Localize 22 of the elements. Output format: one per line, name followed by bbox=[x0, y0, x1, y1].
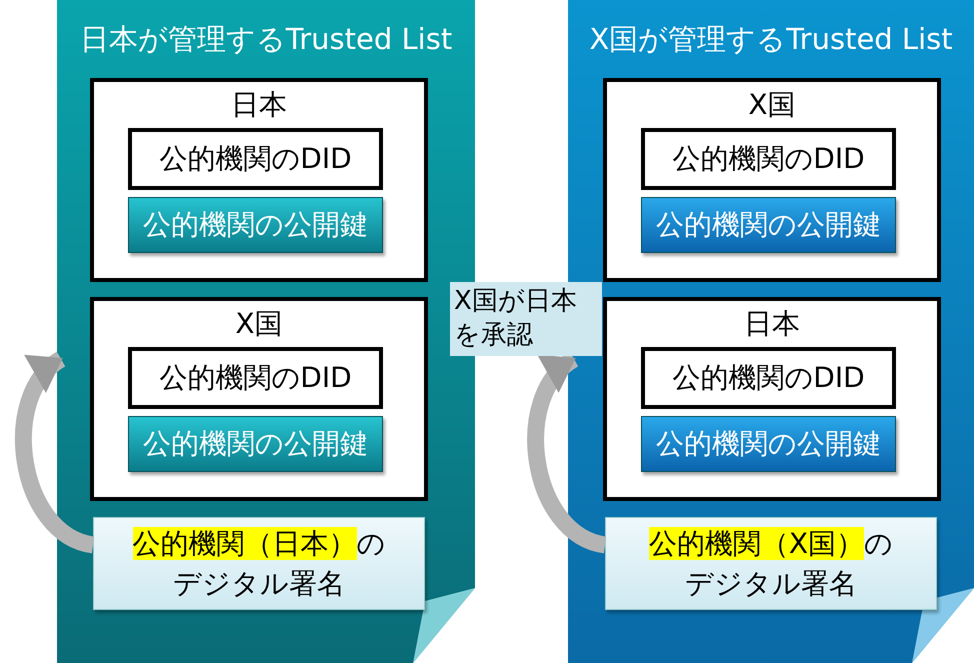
country-label: 日本 bbox=[230, 87, 288, 123]
country-label: 日本 bbox=[743, 306, 801, 342]
did-box: 公的機関のDID bbox=[128, 128, 383, 190]
list-entry-box bbox=[603, 297, 941, 501]
public-key-box: 公的機関の公開鍵 bbox=[641, 197, 896, 253]
public-key-box: 公的機関の公開鍵 bbox=[128, 197, 383, 253]
did-box: 公的機関のDID bbox=[641, 128, 896, 190]
list-entry-box bbox=[90, 78, 428, 282]
did-box: 公的機関のDID bbox=[641, 347, 896, 409]
approval-note: X国が日本を承認 bbox=[450, 282, 602, 356]
list-entry-box bbox=[90, 297, 428, 501]
public-key-box: 公的機関の公開鍵 bbox=[641, 416, 896, 472]
country-label: X国 bbox=[234, 306, 284, 342]
country-label: X国 bbox=[747, 87, 797, 123]
did-box: 公的機関のDID bbox=[128, 347, 383, 409]
public-key-box: 公的機関の公開鍵 bbox=[128, 416, 383, 472]
panel-title: 日本が管理するTrusted List bbox=[78, 21, 454, 58]
list-entry-box bbox=[603, 78, 941, 282]
digital-signature-box: 公的機関（X国）のデジタル署名 bbox=[605, 517, 937, 610]
digital-signature-box: 公的機関（日本）のデジタル署名 bbox=[93, 517, 425, 610]
curved-arrow bbox=[14, 352, 96, 554]
panel-title: X国が管理するTrusted List bbox=[588, 21, 954, 58]
